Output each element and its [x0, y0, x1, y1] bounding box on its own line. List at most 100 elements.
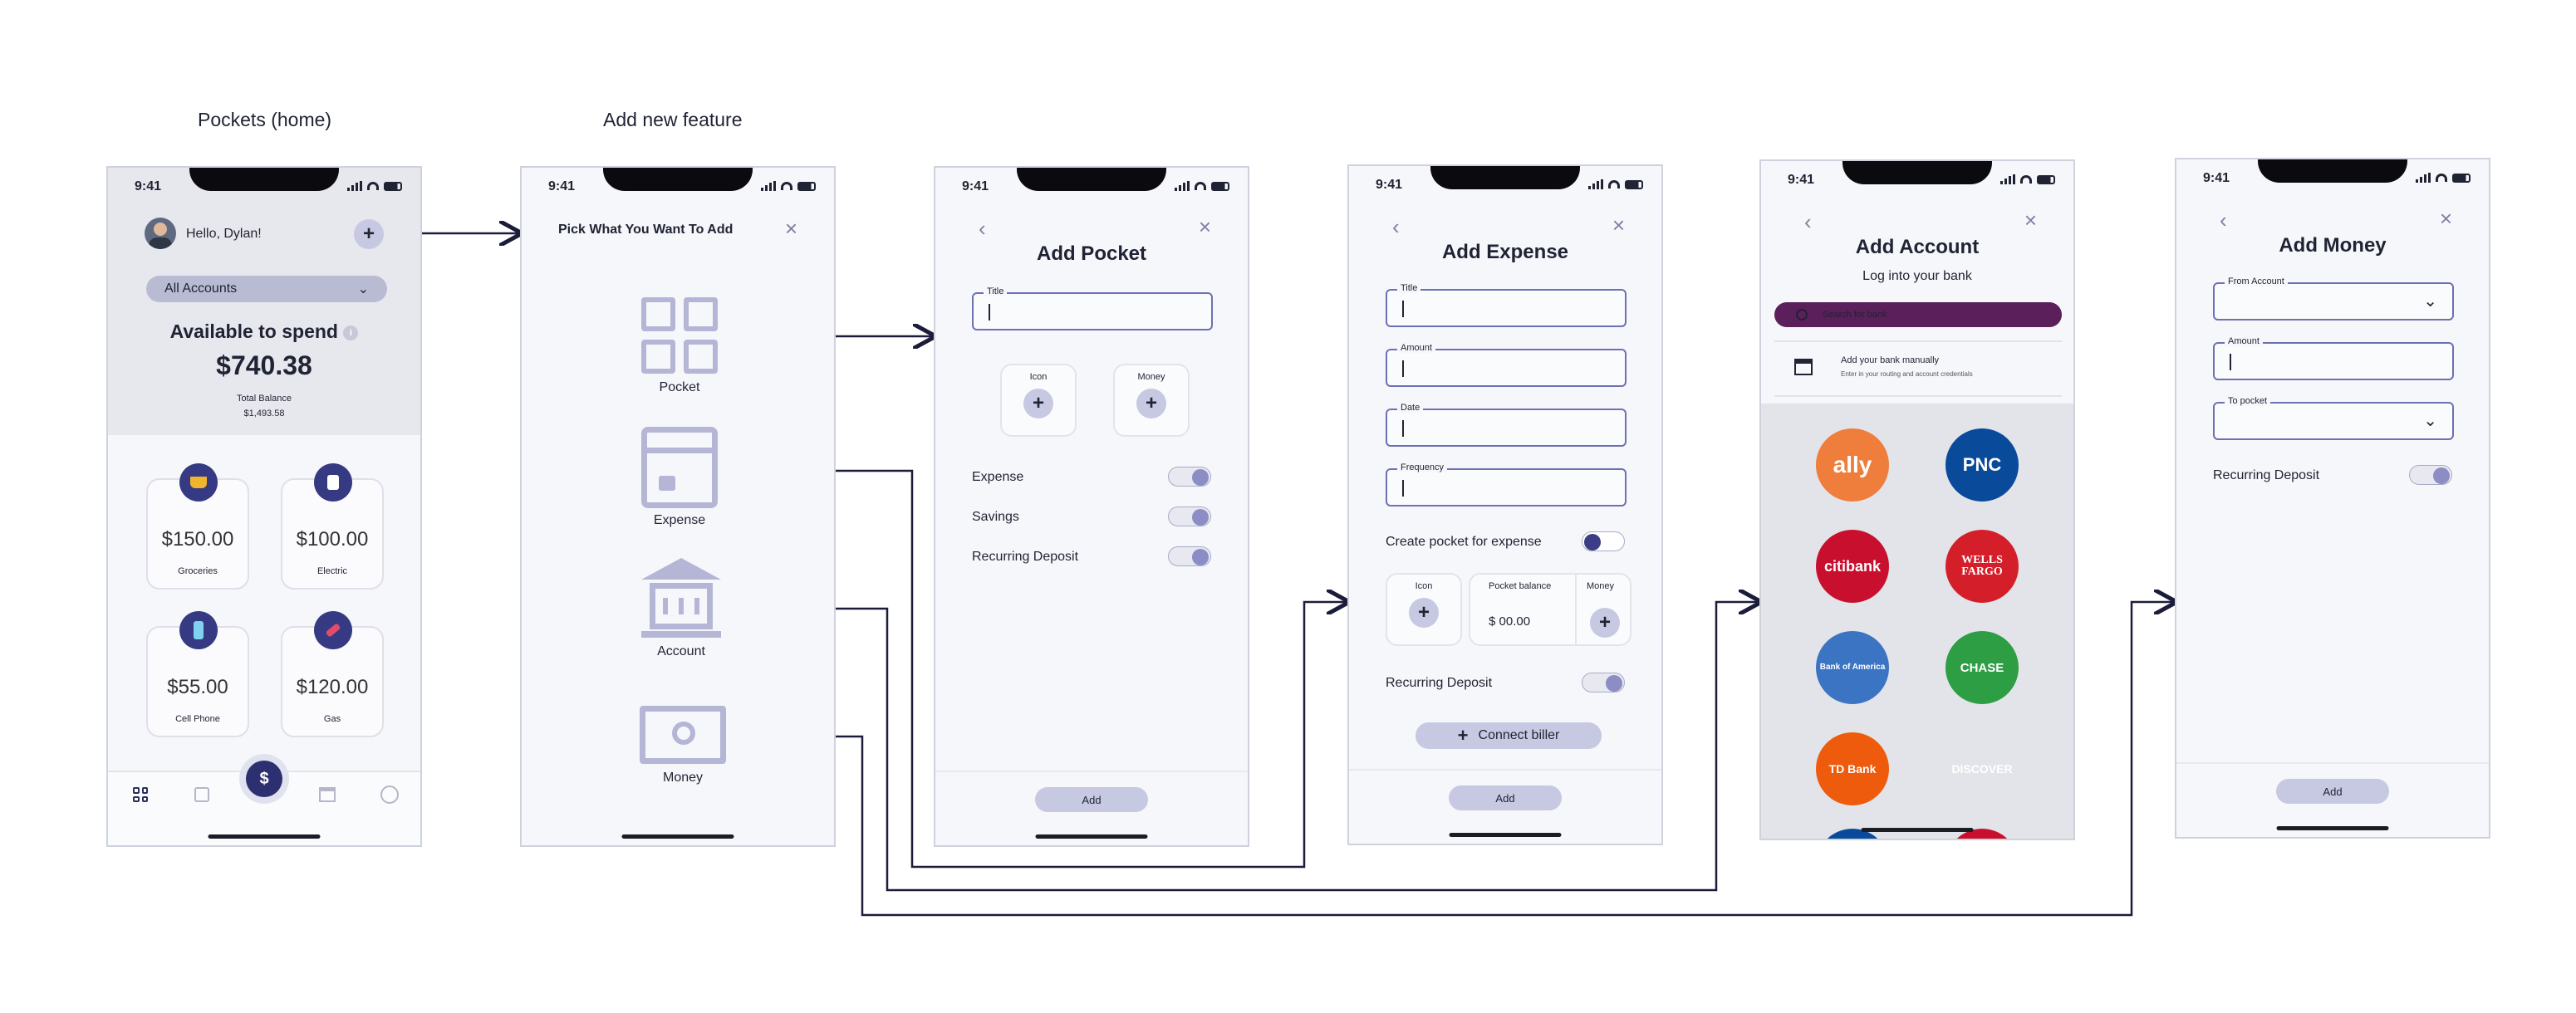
pocket-card[interactable]: $150.00 Groceries — [146, 463, 249, 590]
notch — [2258, 159, 2407, 183]
close-icon[interactable]: × — [1198, 214, 1211, 239]
savings-toggle[interactable] — [1168, 506, 1211, 526]
connect-biller-button[interactable]: + Connect biller — [1416, 722, 1602, 749]
bank-building-icon — [1794, 359, 1813, 375]
footer: Add — [935, 771, 1248, 845]
screen-add-expense: 9:41 ‹ × Add Expense Title Amount Date F… — [1347, 164, 1663, 845]
recurring-toggle[interactable] — [1168, 546, 1211, 566]
back-icon[interactable]: ‹ — [1804, 209, 1812, 234]
dollar-icon: $ — [246, 761, 282, 797]
pocket-card[interactable]: $120.00 Gas — [281, 611, 384, 737]
from-account-select[interactable]: From Account⌄ — [2213, 276, 2454, 321]
field-label: Title — [984, 286, 1008, 296]
bank-td-bank[interactable]: TD Bank — [1816, 732, 1889, 805]
status-icons — [2000, 174, 2055, 184]
pocket-name: Cell Phone — [175, 714, 220, 724]
to-pocket-select[interactable]: To pocket⌄ — [2213, 396, 2454, 440]
add-button[interactable]: Add — [2276, 779, 2389, 804]
option-account[interactable]: Account — [641, 558, 721, 666]
signal-icon — [2000, 174, 2015, 184]
create-pocket-toggle[interactable] — [1582, 531, 1625, 551]
tab-pie-icon[interactable] — [380, 785, 399, 804]
add-button[interactable]: Add — [1035, 787, 1148, 812]
signal-icon — [2416, 173, 2431, 183]
close-icon[interactable]: × — [2024, 208, 2037, 232]
back-icon[interactable]: ‹ — [1392, 214, 1400, 239]
bank-wells-fargo[interactable]: WELLS FARGO — [1945, 530, 2019, 603]
frequency-field[interactable]: Frequency — [1386, 462, 1627, 506]
icon-picker[interactable]: Icon + — [1000, 364, 1077, 437]
greeting: Hello, Dylan! — [186, 227, 262, 241]
tab-calendar-icon[interactable] — [194, 787, 209, 802]
home-indicator — [208, 834, 321, 839]
amount-field[interactable]: Amount — [2213, 336, 2454, 380]
tab-bank-icon[interactable] — [319, 787, 336, 802]
back-icon[interactable]: ‹ — [979, 216, 986, 241]
field-label: Title — [1397, 283, 1421, 293]
battery-icon — [1625, 179, 1643, 189]
manual-bank-row[interactable]: Add your bank manually Enter in your rou… — [1774, 352, 2062, 390]
option-pocket[interactable]: Pocket — [641, 297, 718, 397]
bank-chase[interactable]: CHASE — [1945, 631, 2019, 704]
add-money-plus-icon[interactable]: + — [1590, 608, 1620, 638]
money-picker[interactable]: Money + — [1113, 364, 1190, 437]
screen-add-money: 9:41 ‹ × Add Money From Account⌄ Amount … — [2175, 158, 2490, 839]
battery-icon — [797, 181, 816, 191]
close-icon[interactable]: × — [2439, 206, 2452, 231]
amount-field[interactable]: Amount — [1386, 343, 1627, 387]
bank-search[interactable]: Search for bank — [1774, 302, 2062, 327]
title-field[interactable]: Title — [972, 286, 1213, 330]
pocket-card[interactable]: $55.00 Cell Phone — [146, 611, 249, 737]
bank-pnc[interactable]: PNC — [1945, 428, 2019, 502]
field-label: Amount — [2225, 336, 2263, 346]
recurring-toggle[interactable] — [2409, 465, 2452, 485]
icon-picker[interactable]: Icon + — [1386, 573, 1462, 646]
field-label: Amount — [1397, 343, 1435, 353]
home-indicator — [1449, 833, 1562, 837]
status-icons — [347, 181, 402, 191]
pocket-balance-card: Pocket balance $ 00.00 Money + — [1469, 573, 1631, 646]
expense-toggle[interactable] — [1168, 467, 1211, 487]
home-indicator — [621, 834, 734, 839]
pocket-card[interactable]: $100.00 Electric — [281, 463, 384, 590]
battery-icon — [2037, 174, 2055, 184]
option-expense[interactable]: Expense — [641, 427, 718, 535]
bank-citibank[interactable]: citibank — [1816, 530, 1889, 603]
close-icon[interactable]: × — [1612, 213, 1625, 237]
screen-pick: 9:41 Pick What You Want To Add × Pocket … — [520, 166, 836, 847]
available-title: Available to spend i — [108, 321, 420, 343]
notch — [1842, 161, 1992, 184]
bank-grid: ally PNC citibank WELLS FARGO Bank of Am… — [1761, 404, 2073, 839]
recurring-label: Recurring Deposit — [1386, 676, 1493, 690]
screen-title: Add Pocket — [1036, 242, 1147, 265]
option-money[interactable]: Money — [640, 706, 726, 789]
manual-subtitle: Enter in your routing and account creden… — [1841, 370, 1973, 378]
avatar[interactable] — [145, 218, 176, 249]
pocket-name: Electric — [316, 566, 348, 576]
plus-icon: + — [1409, 598, 1439, 628]
fab-button[interactable]: $ — [239, 754, 289, 804]
account-select[interactable]: All Accounts ⌄ — [146, 276, 387, 302]
title-field[interactable]: Title — [1386, 283, 1627, 327]
screen-title: Add Account — [1855, 236, 1980, 258]
close-icon[interactable]: × — [784, 216, 797, 241]
tab-home-grid-icon[interactable] — [133, 787, 148, 802]
screen-add-account: 9:41 ‹ × Add Account Log into your bank … — [1759, 159, 2075, 840]
bank-bank-of-america[interactable]: Bank of America — [1816, 631, 1889, 704]
signal-icon — [1175, 181, 1190, 191]
bank-ally[interactable]: ally — [1816, 428, 1889, 502]
status-icons — [1175, 181, 1229, 191]
pocket-balance-value: $ 00.00 — [1489, 614, 1531, 629]
date-field[interactable]: Date — [1386, 403, 1627, 447]
add-feature-button[interactable]: + — [354, 219, 384, 249]
bank-discover[interactable]: DISCOVER — [1951, 762, 2013, 776]
info-icon[interactable]: i — [343, 325, 359, 340]
back-icon[interactable]: ‹ — [2220, 208, 2227, 232]
option-label: Account — [657, 644, 705, 658]
plus-icon: + — [1136, 389, 1166, 418]
status-icons — [761, 181, 816, 191]
add-button[interactable]: Add — [1449, 785, 1562, 810]
icon-picker-label: Icon — [1029, 372, 1048, 382]
recurring-toggle[interactable] — [1582, 673, 1625, 692]
notch — [1430, 166, 1580, 189]
